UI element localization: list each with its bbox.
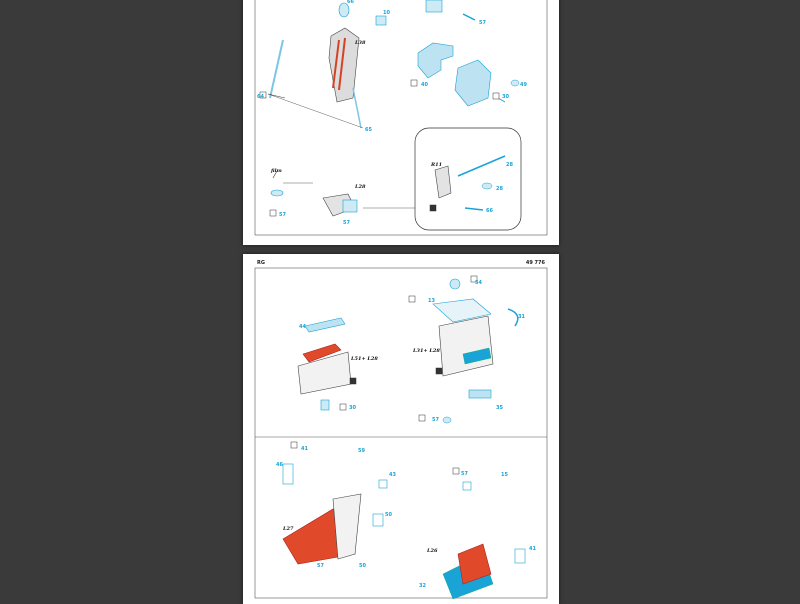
assembly-label: L31+ L28 [412, 348, 440, 354]
page-header-right: 49 776 [525, 260, 545, 266]
part-number: 32 [419, 583, 426, 589]
part-number: 50 [385, 512, 392, 518]
part-number: 49 [520, 82, 527, 88]
part-number: 28 [496, 186, 503, 192]
page-2-drawing: 54 13 31 44 30 57 35 41 59 46 43 50 50 5… [254, 267, 548, 600]
instruction-page-1: 66 10 57 64 65 40 49 30 28 57 28 66 57 L… [243, 0, 559, 245]
part-number: 40 [421, 82, 428, 88]
part-number: 65 [365, 127, 372, 133]
page-header-left: RG [257, 260, 265, 266]
part-number: 10 [383, 10, 390, 16]
part-number: 41 [529, 546, 536, 552]
part-number: 44 [299, 324, 306, 330]
assembly-label: L38 [354, 40, 366, 46]
part-number: 57 [317, 563, 324, 569]
page-1-drawing: 66 10 57 64 65 40 49 30 28 57 28 66 57 L… [254, 0, 548, 236]
part-number: 30 [502, 94, 509, 100]
assembly-label: R11 [430, 162, 442, 168]
part-number: 57 [279, 212, 286, 218]
part-number: 46 [276, 462, 283, 468]
assembly-label: L28 [354, 184, 366, 190]
part-number: 35 [496, 405, 503, 411]
assembly-label: L51+ L28 [350, 356, 378, 362]
part-number: 28 [506, 162, 513, 168]
part-number: 30 [349, 405, 356, 411]
assembly-label: L26 [426, 548, 438, 554]
part-number: 15 [501, 472, 508, 478]
assembly-label: L27 [282, 526, 294, 532]
part-number: 57 [343, 220, 350, 226]
part-number: 57 [479, 20, 486, 26]
part-number: 43 [389, 472, 396, 478]
part-number: 66 [347, 0, 354, 5]
part-number: 66 [486, 208, 493, 214]
part-number: 57 [432, 417, 439, 423]
part-number: 57 [461, 471, 468, 477]
part-number: 41 [301, 446, 308, 452]
instruction-page-2: RG 49 776 5 [243, 254, 559, 604]
part-number: 13 [428, 298, 435, 304]
part-number: 64 [257, 94, 264, 100]
part-number: 31 [518, 314, 525, 320]
part-number: 54 [475, 280, 482, 286]
part-number: 50 [359, 563, 366, 569]
assembly-label: film [270, 168, 282, 174]
part-number: 59 [358, 448, 365, 454]
